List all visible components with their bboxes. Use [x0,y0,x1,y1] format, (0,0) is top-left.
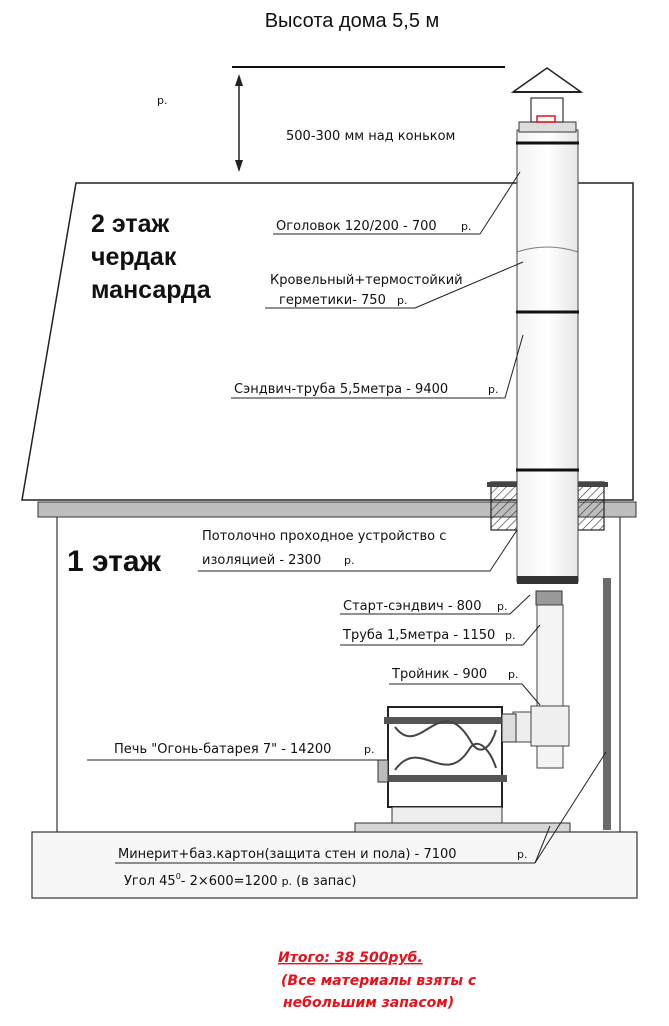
currency-mark: р. [461,220,471,233]
item-sandwich: Сэндвич-труба 5,5метра - 9400 р. [231,334,524,399]
item-pipe: Труба 1,5метра - 1150 р. [340,624,541,646]
floor1-label: 1 этаж [67,545,162,578]
top-currency-mark: р. [157,94,167,107]
currency-mark: р. [517,848,527,861]
stove [377,706,517,824]
currency-mark: р. [505,629,515,642]
item-minerit-label: Минерит+баз.картон(защита стен и пола) -… [118,847,457,862]
pipe-adapter [535,590,563,606]
ceiling-pass-left [490,481,518,531]
item-stove: Печь "Огонь-батарея 7" - 14200 р. [87,742,385,761]
roof-eave [37,501,637,518]
pipe-seam [516,246,579,253]
total-note-line2: небольшим запасом) [283,995,454,1011]
tee-body [530,705,570,747]
item-sandwich-label: Сэндвич-труба 5,5метра - 9400 [234,382,448,397]
item-minerit: Минерит+баз.картон(защита стен и пола) -… [115,751,607,864]
above-ridge-label: 500-300 мм над коньком [286,129,455,144]
currency-mark: р. [508,668,518,681]
currency-mark: р. [488,383,498,396]
floor2-label-line1: 2 этаж [91,210,169,238]
floor2-label-line2: чердак [91,243,177,271]
item-pipe-label: Труба 1,5метра - 1150 [342,628,495,643]
currency-mark: р. [397,294,407,307]
currency-mark: р. [364,743,374,756]
item-roof-seal-line2: герметики- 750 [279,293,386,308]
dimension-arrow-down [235,160,243,172]
diagram-title: Высота дома 5,5 м [265,10,440,32]
floor-slab [31,831,638,899]
item-ceiling-line1: Потолочно проходное устройство с [202,529,446,544]
cap-marker [536,115,556,123]
item-ceiling: Потолочно проходное устройство с изоляци… [198,529,518,572]
roof [21,182,634,501]
total-note-line1: (Все материалы взяты с [281,973,477,989]
item-roof-seal: Кровельный+термостойкий герметики- 750 р… [265,261,524,309]
item-start-label: Старт-сэндвич - 800 [343,599,481,614]
item-tee: Тройник - 900 р. [389,667,541,706]
item-ogolovok-label: Оголовок 120/200 - 700 [276,219,437,234]
cap-stand [530,97,564,123]
item-stove-label: Печь "Огонь-батарея 7" - 14200 [114,742,331,757]
floor2-label-line3: мансарда [91,276,212,304]
wall-protection-board [603,578,611,830]
cap-collar [518,121,577,133]
start-sandwich-ring [517,576,578,584]
sandwich-pipe [516,129,579,583]
currency-mark: р. [344,554,354,567]
item-ogolovok: Оголовок 120/200 - 700 р. [273,171,521,235]
condensate-cup [536,745,564,769]
item-start: Старт-сэндвич - 800 р. [340,594,531,615]
total-block: Итого: 38 500руб. (Все материалы взяты с… [278,950,477,1011]
floor-plate [354,822,571,833]
ceiling-pass-right [577,481,605,531]
total-sum: Итого: 38 500руб. [278,950,423,966]
chimney-cap [510,67,584,93]
currency-mark: р. [497,600,507,613]
item-tee-label: Тройник - 900 [391,667,487,682]
item-ceiling-line2: изоляцией - 2300 [202,553,321,568]
item-roof-seal-line1: Кровельный+термостойкий [270,273,463,288]
dimension-arrow-up [235,74,243,86]
